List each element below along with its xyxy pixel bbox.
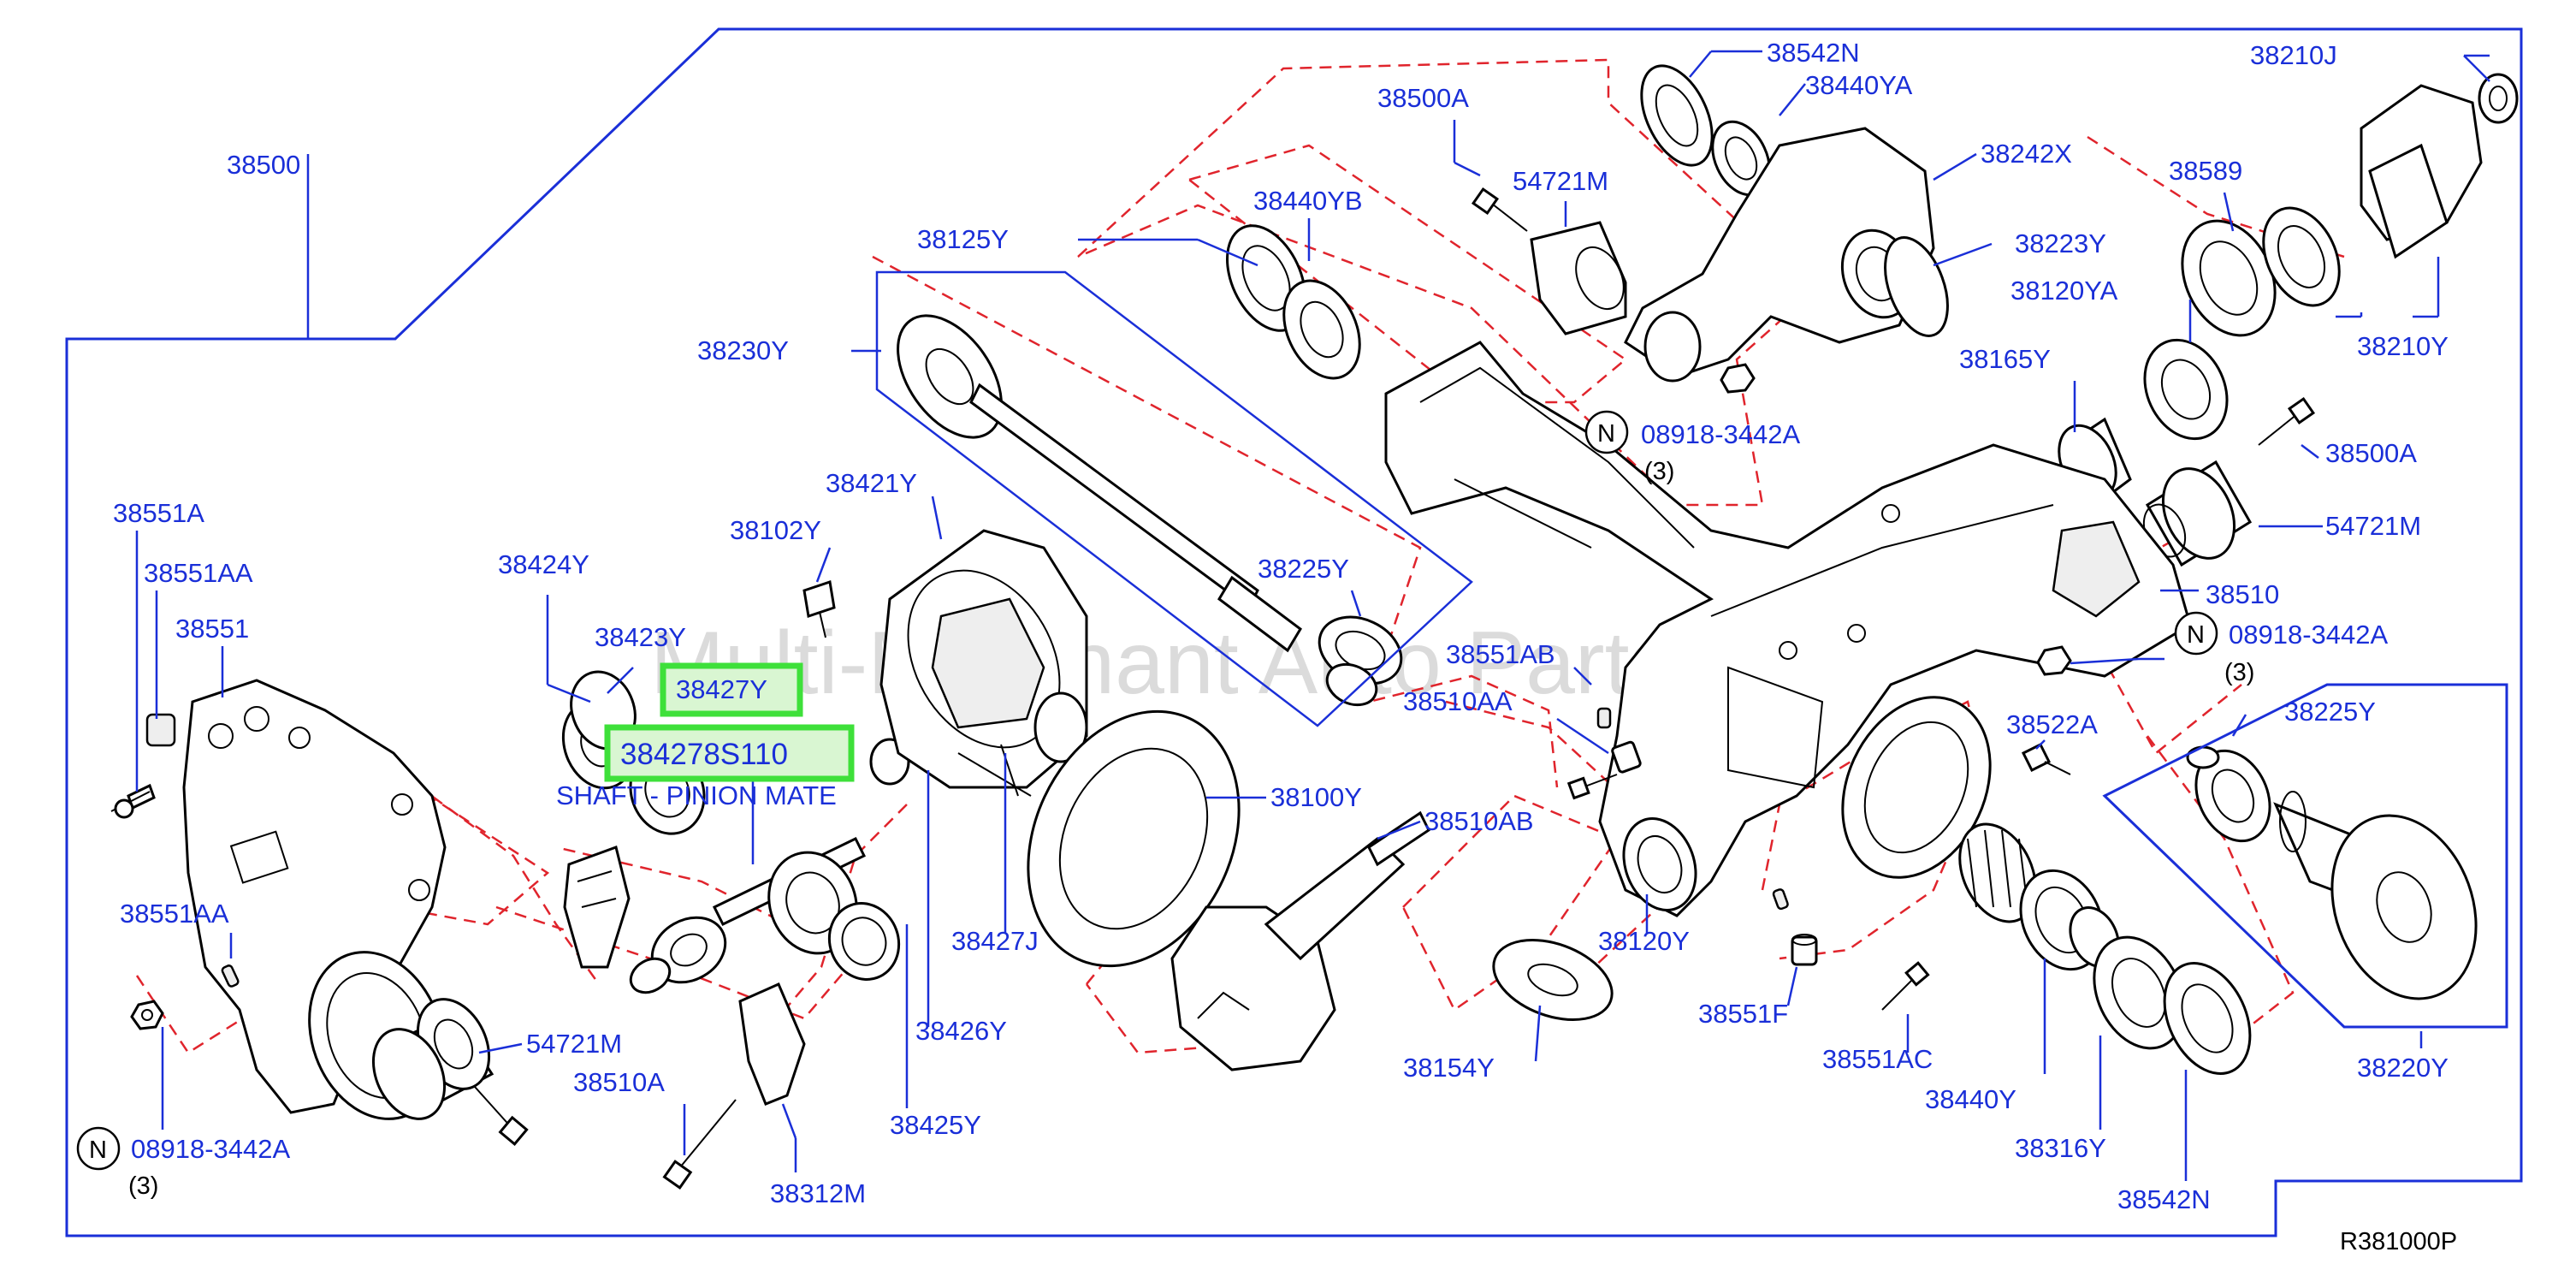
part-label-54721M-right[interactable]: 54721M: [2325, 511, 2421, 541]
part-label-38125Y[interactable]: 38125Y: [917, 224, 1009, 254]
part-label-38223Y[interactable]: 38223Y: [2015, 228, 2106, 258]
part-label-38551AC[interactable]: 38551AC: [1822, 1044, 1933, 1074]
part-label-384278S110[interactable]: 384278S110: [620, 738, 788, 771]
reference-code: R381000P: [2340, 1228, 2457, 1255]
part-label-38165Y[interactable]: 38165Y: [1959, 344, 2051, 374]
part-label-38542N-bottom[interactable]: 38542N: [2117, 1184, 2211, 1214]
part-label-38225Y-mid[interactable]: 38225Y: [1258, 554, 1349, 584]
part-label-38500A-top[interactable]: 38500A: [1377, 83, 1469, 113]
side-flange-group-box: [2102, 683, 2508, 1029]
part-label-38154Y[interactable]: 38154Y: [1403, 1053, 1495, 1083]
part-label-38510A[interactable]: 38510A: [573, 1067, 665, 1097]
mount-bracket-38242X: [1624, 127, 1949, 394]
differential-carrier-38510: [1384, 341, 2192, 917]
highlight-caption: SHAFT - PINION MATE: [556, 780, 837, 810]
qty-note-right: (3): [2224, 659, 2254, 686]
part-label-38551AA-top[interactable]: 38551AA: [144, 558, 253, 588]
part-label-38440YA[interactable]: 38440YA: [1805, 70, 1913, 100]
bushing-54721M-left: [371, 998, 529, 1147]
part-label-38424Y[interactable]: 38424Y: [498, 549, 589, 579]
small-parts-middle: [1492, 707, 2071, 1022]
part-label-38440Y[interactable]: 38440Y: [1925, 1084, 2016, 1114]
part-label-38440YB[interactable]: 38440YB: [1253, 186, 1363, 216]
part-label-38510AA[interactable]: 38510AA: [1403, 686, 1513, 716]
svg-text:N: N: [89, 1136, 107, 1164]
part-label-38551[interactable]: 38551: [175, 614, 249, 644]
part-label-38551A[interactable]: 38551A: [113, 498, 204, 528]
part-label-38551AB[interactable]: 38551AB: [1446, 639, 1555, 669]
part-label-38510[interactable]: 38510: [2206, 579, 2279, 609]
part-label-38500A-right[interactable]: 38500A: [2325, 438, 2417, 468]
part-label-08918-3442A-top[interactable]: 08918-3442A: [1641, 419, 1800, 449]
part-label-38230Y[interactable]: 38230Y: [697, 335, 789, 365]
part-label-38102Y[interactable]: 38102Y: [730, 515, 821, 545]
differential-case-38421Y: [802, 529, 1088, 797]
svg-text:N: N: [2187, 621, 2205, 649]
part-label-38225Y-right[interactable]: 38225Y: [2284, 697, 2376, 727]
highlight-box-38427Y[interactable]: [660, 662, 803, 717]
bearings-right-lower: [1958, 822, 2252, 1075]
part-label-38551AA-left[interactable]: 38551AA: [120, 899, 229, 929]
svg-text:N: N: [1597, 420, 1615, 448]
part-label-38522A[interactable]: 38522A: [2006, 709, 2098, 739]
part-label-38421Y[interactable]: 38421Y: [826, 468, 917, 498]
companion-flange-38210Y: [2181, 73, 2519, 337]
part-label-38100Y[interactable]: 38100Y: [1270, 782, 1362, 812]
part-label-38220Y[interactable]: 38220Y: [2357, 1053, 2449, 1083]
ring-gear-38100Y: [1027, 709, 1241, 968]
part-label-38210J[interactable]: 38210J: [2250, 40, 2337, 70]
part-label-38312M[interactable]: 38312M: [770, 1178, 866, 1208]
part-label-38120Y[interactable]: 38120Y: [1598, 926, 1690, 956]
part-label-38542N-top[interactable]: 38542N: [1767, 38, 1860, 68]
part-label-38316Y[interactable]: 38316Y: [2015, 1133, 2106, 1163]
qty-note-top: (3): [1644, 458, 1674, 485]
part-label-54721M-top[interactable]: 54721M: [1513, 166, 1608, 196]
part-label-38427Y[interactable]: 38427Y: [676, 674, 767, 704]
bearings-top: [1226, 64, 1771, 380]
note-symbol-left: N: [76, 1126, 121, 1171]
part-label-08918-3442A-right[interactable]: 08918-3442A: [2229, 620, 2388, 650]
part-labels: 38500 38500A 38542N 38440YA 38210J 38242…: [113, 38, 2457, 1255]
part-label-38551F[interactable]: 38551F: [1698, 999, 1788, 1029]
part-label-38500[interactable]: 38500: [227, 150, 300, 180]
part-label-38423Y[interactable]: 38423Y: [595, 622, 686, 652]
part-label-08918-3442A-left[interactable]: 08918-3442A: [131, 1134, 290, 1164]
part-label-54721M-left[interactable]: 54721M: [526, 1029, 622, 1059]
drive-pinion: [1170, 810, 1430, 1071]
qty-note-left: (3): [128, 1172, 158, 1200]
axle-shaft-group-box: [875, 270, 1473, 727]
part-label-38427J[interactable]: 38427J: [951, 926, 1039, 956]
leader-lines: [135, 50, 2490, 1181]
part-label-38242X[interactable]: 38242X: [1981, 139, 2072, 169]
part-label-38425Y[interactable]: 38425Y: [890, 1110, 981, 1140]
side-flange-38220Y: [2186, 745, 2478, 1000]
highlight-box-384278S110[interactable]: [604, 724, 855, 782]
note-symbol-right: N: [2174, 611, 2218, 656]
part-label-38589[interactable]: 38589: [2169, 156, 2242, 186]
part-label-38426Y[interactable]: 38426Y: [915, 1016, 1007, 1046]
note-symbol-top: N: [1584, 410, 1629, 454]
part-label-38120YA[interactable]: 38120YA: [2010, 276, 2118, 306]
part-label-38510AB[interactable]: 38510AB: [1424, 806, 1534, 836]
assembly-frame: [65, 27, 2523, 1237]
part-label-38210Y[interactable]: 38210Y: [2357, 331, 2449, 361]
